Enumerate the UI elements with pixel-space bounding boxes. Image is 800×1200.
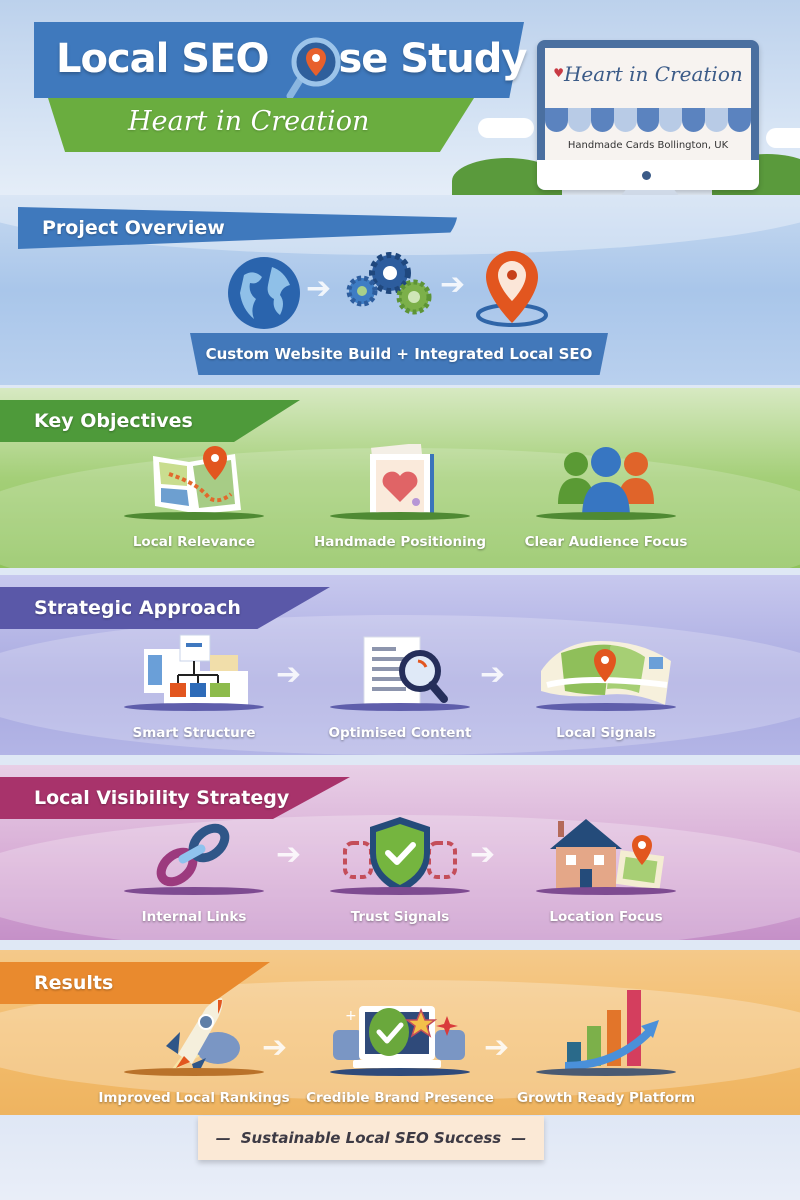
arrow-right-icon: ➔ <box>276 658 302 691</box>
audience-people-icon <box>558 447 654 518</box>
objective-item: Local Relevance <box>109 440 279 550</box>
arrow-right-icon: ➔ <box>484 1031 510 1064</box>
visibility-item: Location Focus <box>521 815 691 925</box>
title-part-local-seo: Local SEO <box>56 36 269 82</box>
heart-icon: ♥ <box>553 66 564 80</box>
approach-item: Smart Structure <box>109 631 279 741</box>
result-item: Improved Local Rankings <box>98 996 290 1106</box>
section-title: Key Objectives <box>0 400 300 442</box>
objective-label: Handmade Positioning <box>313 534 487 550</box>
magnifier-location-icon <box>286 37 341 100</box>
sitemap-structure-icon <box>144 634 248 707</box>
objective-label: Clear Audience Focus <box>524 534 688 550</box>
arrow-right-icon: ➔ <box>480 658 506 691</box>
subtitle: Heart in Creation <box>128 106 370 137</box>
gears-icon <box>346 252 432 315</box>
footer-tagline: Sustainable Local SEO Success <box>240 1129 502 1147</box>
handmade-card-heart-icon <box>370 444 434 518</box>
monitor-power-icon <box>642 171 651 180</box>
result-label: Improved Local Rankings <box>98 1090 290 1106</box>
arrow-right-icon: ➔ <box>470 838 496 871</box>
monitor-illustration: ♥Heart in Creation Handmade Cards Bollin… <box>537 40 759 190</box>
objective-item: Clear Audience Focus <box>521 440 691 550</box>
section-strategic-approach: Strategic Approach ➔ ➔ <box>0 575 800 755</box>
monitor-tagline: Handmade Cards Bollington, UK <box>567 140 729 151</box>
title-banner <box>34 22 524 98</box>
visibility-item: Internal Links <box>109 815 279 925</box>
monitor-chin <box>537 160 759 190</box>
document-magnifier-icon <box>363 636 448 708</box>
cloud-decoration <box>766 128 800 148</box>
footer-ribbon: — Sustainable Local SEO Success — <box>198 1116 544 1160</box>
arrow-right-icon: ➔ <box>440 268 466 301</box>
approach-label: Optimised Content <box>328 725 472 741</box>
arrow-right-icon: ➔ <box>262 1031 288 1064</box>
arrow-right-icon: ➔ <box>306 272 332 305</box>
page-title: Local SEO ase Study <box>56 36 527 82</box>
result-item: Growth Ready Platform <box>517 990 695 1106</box>
dash-left: — <box>215 1129 231 1147</box>
cloud-decoration <box>478 118 534 138</box>
results-icon-row: Improved Local Rankings + <box>0 990 800 1106</box>
awning-icon <box>545 108 751 132</box>
shield-check-icon <box>343 817 457 893</box>
laptop-check-icon: + <box>333 1006 465 1068</box>
result-item: + Credible Brand Presence <box>306 996 494 1106</box>
visibility-label: Trust Signals <box>350 909 450 925</box>
objective-label: Local Relevance <box>132 534 256 550</box>
svg-text:+: + <box>345 1008 357 1024</box>
section-project-overview: Project Overview ➔ ➔ Custom Website Buil… <box>0 195 800 385</box>
subtitle-banner <box>48 98 474 152</box>
approach-item: Optimised Content <box>315 631 485 741</box>
approach-label: Smart Structure <box>132 725 256 741</box>
map-pin-icon <box>153 446 241 514</box>
house-location-icon <box>550 819 665 890</box>
chain-link-icon <box>156 823 230 887</box>
visibility-label: Internal Links <box>141 909 247 925</box>
dash-right: — <box>511 1129 527 1147</box>
result-label: Growth Ready Platform <box>516 1090 696 1106</box>
objective-item: Handmade Positioning <box>313 440 487 550</box>
section-title: Local Visibility Strategy <box>0 777 350 819</box>
approach-label: Local Signals <box>556 725 656 741</box>
visibility-item: Trust Signals <box>315 815 485 925</box>
rocket-icon <box>166 998 240 1076</box>
monitor-brand: ♥Heart in Creation <box>545 62 751 86</box>
title-part-case-study: ase Study <box>312 36 527 82</box>
overview-banner: Custom Website Build + Integrated Local … <box>190 333 608 375</box>
approach-item: Local Signals <box>521 631 691 741</box>
arrow-right-icon: ➔ <box>276 838 302 871</box>
approach-icon-row: Smart Structure <box>0 631 800 741</box>
section-title: Results <box>0 962 270 1004</box>
local-map-pin-icon <box>541 641 671 705</box>
result-label: Credible Brand Presence <box>306 1090 494 1106</box>
monitor-brand-text: Heart in Creation <box>563 62 743 86</box>
section-local-visibility-strategy: Local Visibility Strategy ➔ ➔ Internal L… <box>0 765 800 940</box>
visibility-label: Location Focus <box>549 909 663 925</box>
section-results: Results ➔ ➔ Impro <box>0 950 800 1120</box>
objectives-icon-row: Local Relevance Handmade Positioning <box>0 440 800 550</box>
monitor-screen: ♥Heart in Creation Handmade Cards Bollin… <box>545 48 751 160</box>
location-pin-icon <box>476 251 548 327</box>
growth-bar-chart-icon <box>564 990 659 1070</box>
visibility-icon-row: Internal Links Trust Signals <box>0 815 800 925</box>
globe-icon <box>228 257 300 329</box>
section-key-objectives: Key Objectives Local Relevance <box>0 388 800 568</box>
